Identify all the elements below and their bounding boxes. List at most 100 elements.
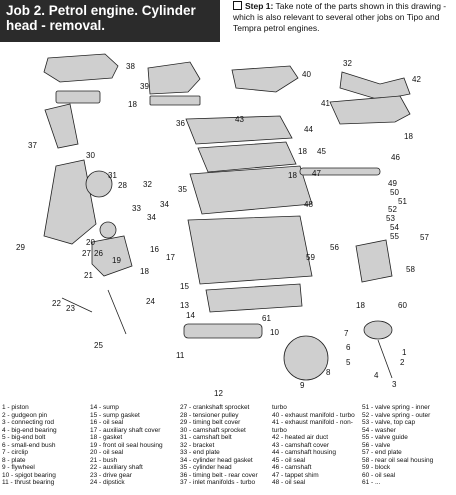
step-label: Step 1: — [245, 1, 274, 11]
callout-label: 54 — [390, 223, 399, 232]
exploded-engine-diagram: 38 39 18 37 40 32 42 41 18 36 43 44 18 3… — [16, 53, 429, 398]
callout-label: 37 — [28, 141, 37, 150]
legend-item: 20 - oil seal — [90, 449, 124, 456]
legend-item: 16 - oil seal — [90, 419, 124, 426]
exhaust-manifold-shape — [147, 61, 201, 95]
legend-item: 59 - block — [362, 464, 391, 471]
legend-item: 33 - end plate — [180, 449, 220, 456]
legend-item: 35 - cylinder head — [180, 464, 232, 471]
job-title-line-1: Job 2. Petrol engine. Cylinder — [6, 3, 196, 18]
callout-label: 29 — [16, 243, 25, 252]
dipstick-shape — [107, 289, 127, 335]
legend-item: 1 - piston — [2, 404, 29, 411]
callout-label: 47 — [312, 169, 321, 178]
legend-item: 30 - camshaft sprocket — [180, 426, 246, 434]
callout-label: 2 — [400, 358, 405, 367]
legend-item: 36 - timing belt - rear cover — [180, 471, 258, 479]
timing-cover-shape — [43, 159, 97, 245]
callout-label: 53 — [386, 214, 395, 223]
callout-label: 32 — [143, 180, 152, 189]
callout-label: 11 — [176, 351, 185, 360]
inlet-manifold-shape — [43, 53, 119, 83]
callout-label: 13 — [180, 301, 189, 310]
legend-item: 7 - circlip — [2, 449, 29, 456]
callout-label: 45 — [317, 147, 326, 156]
callout-label: 6 — [346, 343, 351, 352]
legend-item: 45 - oil seal — [272, 456, 306, 464]
legend-item: 60 - oil seal — [362, 471, 396, 479]
callout-label: 1 — [402, 348, 407, 357]
legend-item: 11 - thrust bearing — [2, 479, 55, 486]
legend-item: 8 - plate — [2, 456, 26, 464]
legend-item: 29 - timing belt cover — [180, 419, 241, 426]
callout-label: 9 — [300, 381, 305, 390]
legend-item: 19 - front oil seal housing — [90, 441, 163, 449]
callout-label: 34 — [147, 213, 156, 222]
callout-label: 51 — [398, 197, 407, 206]
callout-label: 18 — [288, 171, 297, 180]
legend-item: 46 - camshaft — [272, 464, 312, 471]
legend-item: 17 - auxiliary shaft cover — [90, 426, 161, 434]
legend-item: 54 - washer — [362, 426, 396, 434]
callout-label: 7 — [344, 329, 349, 338]
callout-label: 46 — [391, 153, 400, 162]
callout-label: 32 — [343, 59, 352, 68]
callout-label: 25 — [94, 341, 103, 350]
callout-label: 31 — [108, 171, 117, 180]
callout-label: 39 — [140, 82, 149, 91]
callout-label: 18 — [356, 301, 365, 310]
legend-item: 6 - small-end bush — [2, 441, 56, 449]
callout-label: 41 — [321, 99, 330, 108]
legend-item: 51 - valve spring - inner — [362, 404, 430, 411]
legend-item: 28 - tensioner pulley — [180, 411, 239, 419]
legend-item: 58 - rear oil seal housing — [362, 456, 434, 464]
piston-shape — [363, 320, 393, 340]
callout-label: 8 — [326, 368, 331, 377]
legend-item: 41 - exhaust manifold - non- — [272, 419, 353, 426]
end-plate-shape — [355, 239, 393, 283]
legend-item: 4 - big-end bearing — [2, 426, 57, 434]
legend-item: 47 - tappet shim — [272, 471, 319, 479]
air-duct-shape — [339, 71, 411, 101]
legend-item: 56 - valve — [362, 441, 391, 449]
tensioner-pulley-shape — [99, 221, 117, 239]
legend-item: 42 - heated air duct — [272, 434, 329, 441]
legend-item: 34 - cylinder head gasket — [180, 456, 253, 464]
legend-item: 9 - flywheel — [2, 464, 35, 471]
heat-shield-shape — [231, 65, 299, 93]
parts-legend: 1 - piston 2 - gudgeon pin 3 - connectin… — [0, 404, 456, 495]
callout-label: 49 — [388, 179, 397, 188]
checkbox-icon — [233, 1, 242, 10]
legend-item: 48 - oil seal — [272, 479, 306, 486]
callout-label: 15 — [180, 282, 189, 291]
callout-label: 30 — [86, 151, 95, 160]
callout-label: 12 — [214, 389, 223, 398]
job-title-box: Job 2. Petrol engine. Cylinder head - re… — [0, 0, 220, 42]
callout-label: 27 — [82, 249, 91, 258]
callout-label: 5 — [346, 358, 351, 367]
callout-label: 23 — [66, 304, 75, 313]
legend-item: 24 - dipstick — [90, 479, 125, 486]
callout-label: 43 — [235, 115, 244, 124]
camshaft-sprocket-shape — [85, 170, 113, 198]
page-header: Job 2. Petrol engine. Cylinder head - re… — [0, 0, 456, 42]
callout-label: 16 — [150, 245, 159, 254]
callout-label: 57 — [420, 233, 429, 242]
callout-label: 18 — [298, 147, 307, 156]
legend-item: 37 - inlet manifolds - turbo — [180, 479, 256, 486]
oil-seal-housing-shape — [91, 235, 133, 277]
callout-label: 60 — [398, 301, 407, 310]
legend-item: 21 - bush — [90, 456, 118, 464]
legend-item: 32 - bracket — [180, 441, 215, 449]
exhaust-manifold-nonturbo-shape — [329, 95, 411, 125]
legend-item: 43 - camshaft cover — [272, 441, 330, 449]
legend-column-4: turbo 40 - exhaust manifold - turbo 41 -… — [272, 404, 360, 487]
callout-label: 18 — [140, 267, 149, 276]
callout-label: 58 — [406, 265, 415, 274]
crankshaft-shape — [183, 323, 263, 339]
auxiliary-shaft-shape — [61, 297, 93, 313]
callout-label: 56 — [330, 243, 339, 252]
step-text: Take note of the parts shown in this dra… — [233, 1, 447, 33]
camshaft-shape — [299, 167, 381, 176]
legend-item: 44 - camshaft housing — [272, 449, 336, 456]
